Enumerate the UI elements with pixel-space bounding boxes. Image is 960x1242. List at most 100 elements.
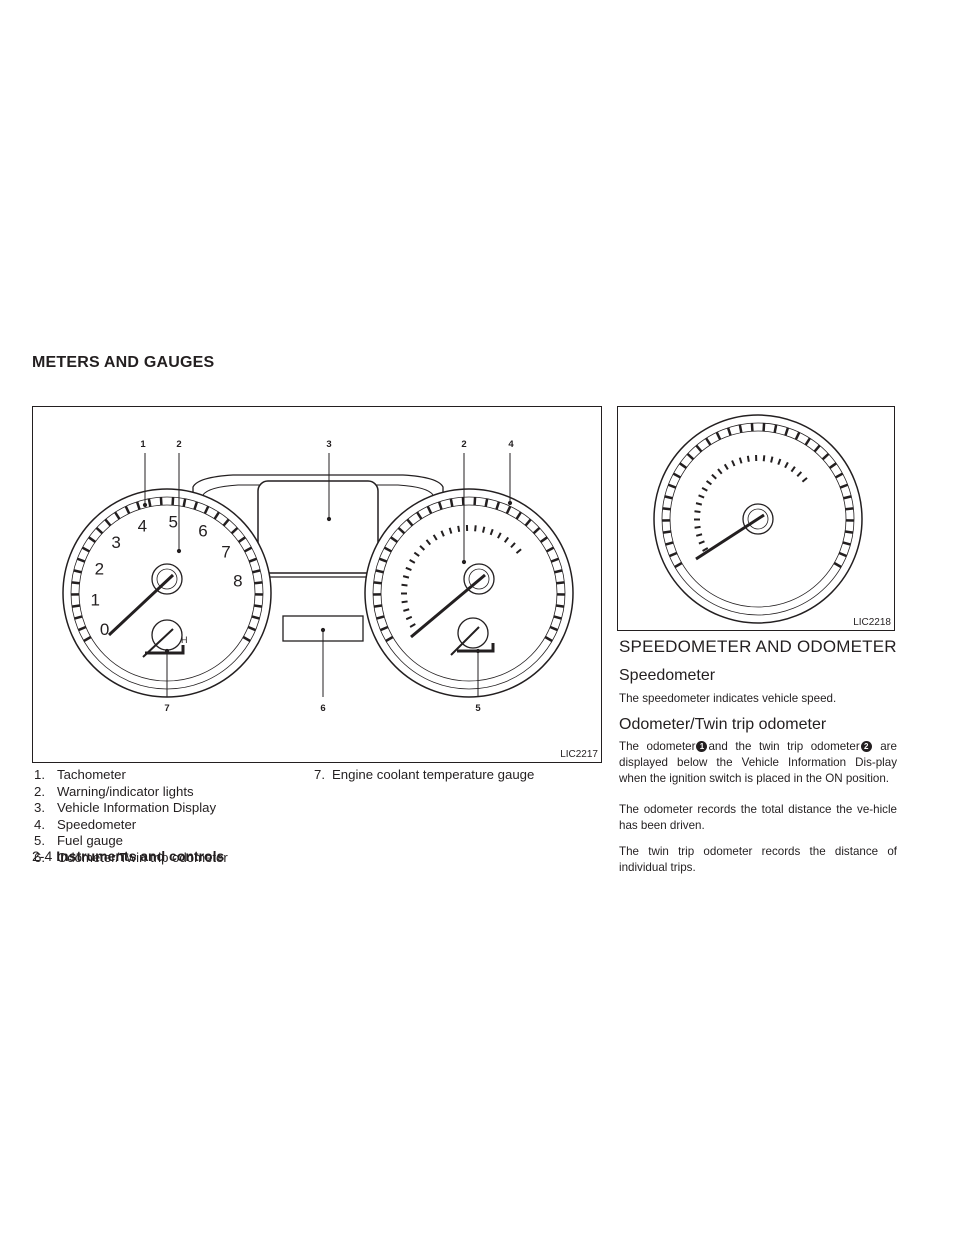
tach-numeral: 1	[91, 590, 100, 609]
speed-inner-tick	[702, 547, 709, 552]
figure-legend: 1.Tachometer 2.Warning/indicator lights …	[34, 767, 228, 867]
callout-2: 2	[176, 439, 181, 450]
speed-inner-tick	[409, 559, 416, 564]
figure-code: LIC2217	[560, 749, 598, 760]
tach-tick	[248, 557, 258, 563]
callout-1: 1	[140, 439, 146, 450]
speed-tick	[545, 546, 555, 553]
speed-inner-tick	[482, 526, 486, 533]
speed-tick	[750, 423, 754, 432]
speed-tick	[843, 495, 852, 500]
speedometer-illustration	[653, 414, 863, 624]
speed-inner-tick	[711, 473, 717, 480]
speedometer-figure: LIC2218	[617, 406, 895, 631]
speed-tick	[505, 505, 512, 515]
tach-tick	[247, 625, 257, 632]
legend-item: 4.Speedometer	[34, 816, 137, 832]
speed-inner-tick	[731, 460, 736, 467]
tach-numeral: 3	[111, 533, 120, 552]
callout-4: 4	[508, 439, 514, 450]
speed-inner-tick	[777, 458, 782, 465]
tach-tick	[237, 536, 246, 543]
speed-tick	[773, 424, 778, 433]
subheading-odometer: Odometer/Twin trip odometer	[619, 716, 827, 733]
tach-tick	[147, 498, 152, 507]
speed-tick	[762, 423, 766, 432]
speed-tick	[784, 427, 790, 436]
speed-tick	[544, 635, 553, 643]
speed-inner-tick	[402, 575, 410, 579]
speed-inner-tick	[474, 525, 477, 532]
speed-inner-tick	[448, 527, 453, 534]
speed-tick	[385, 635, 394, 643]
tach-tick	[242, 635, 251, 643]
tach-tick	[230, 526, 239, 535]
speed-tick	[437, 501, 443, 510]
cluster-housing	[192, 474, 444, 578]
tach-tick	[73, 569, 82, 574]
section-heading: SPEEDOMETER AND ODOMETER	[619, 637, 897, 656]
speed-tick	[379, 625, 389, 632]
speed-tick	[390, 536, 399, 543]
tach-tick	[71, 604, 81, 608]
speed-tick	[449, 498, 454, 507]
speed-inner-tick	[701, 486, 708, 492]
speed-inner-tick	[695, 502, 703, 506]
section-title: METERS AND GAUGES	[32, 354, 215, 371]
speed-tick	[378, 557, 388, 563]
tach-numeral: 5	[169, 512, 178, 531]
speed-tick	[828, 462, 837, 469]
tach-tick	[159, 497, 163, 506]
speed-tick	[804, 437, 811, 446]
speed-tick	[373, 581, 382, 585]
speed-inner-tick	[405, 566, 412, 571]
speed-inner-tick	[694, 510, 701, 513]
figure-legend-continued: 7.Engine coolant temperature gauge	[314, 767, 534, 784]
legend-item: 3.Vehicle Information Display	[34, 800, 217, 816]
callout-7: 7	[164, 703, 169, 714]
legend-item: 6.Odometer/Twin trip odometer	[34, 849, 228, 865]
speed-inner-tick	[515, 548, 522, 554]
speed-tick	[524, 518, 532, 527]
speed-inner-tick	[784, 461, 789, 469]
page-number: 2-4	[32, 848, 53, 864]
speed-tick	[838, 551, 848, 558]
speed-tick	[416, 511, 423, 520]
tach-tick	[88, 536, 97, 543]
speedometer-paragraph: The speedometer indicates vehicle speed.	[619, 692, 837, 705]
tach-tick	[213, 511, 220, 520]
speed-tick	[373, 604, 383, 608]
speedometer-gauge	[364, 488, 574, 698]
legend-item: 7.Engine coolant temperature gauge	[314, 767, 535, 782]
speed-tick	[532, 526, 541, 535]
speed-inner-tick	[762, 455, 766, 462]
tach-tick	[83, 635, 92, 643]
speed-tick	[794, 431, 801, 441]
speed-inner-tick	[405, 615, 413, 621]
tach-tick	[253, 604, 263, 608]
tach-tick	[135, 501, 141, 510]
speed-tick	[484, 498, 489, 507]
speed-tick	[376, 615, 385, 620]
odometer-paragraph-2: The odometer records the total distance …	[619, 803, 897, 832]
legend-item: 1.Tachometer	[34, 767, 126, 782]
tach-tick	[77, 625, 87, 632]
speed-inner-tick	[497, 532, 502, 539]
speed-inner-tick	[409, 623, 416, 628]
speed-inner-tick	[801, 477, 808, 483]
speed-tick	[844, 530, 854, 534]
speed-inner-tick	[695, 533, 703, 537]
speed-tick	[668, 551, 678, 558]
speed-tick	[695, 444, 703, 453]
tach-tick	[203, 505, 210, 515]
temp-hot-label: H	[181, 635, 188, 645]
speed-tick	[715, 431, 722, 441]
speed-tick	[397, 526, 406, 535]
tach-numeral: 8	[233, 571, 242, 590]
tach-tick	[124, 505, 131, 515]
figure-code: LIC2218	[853, 617, 891, 628]
vehicle-information-display	[257, 480, 379, 574]
speed-tick	[555, 604, 565, 608]
